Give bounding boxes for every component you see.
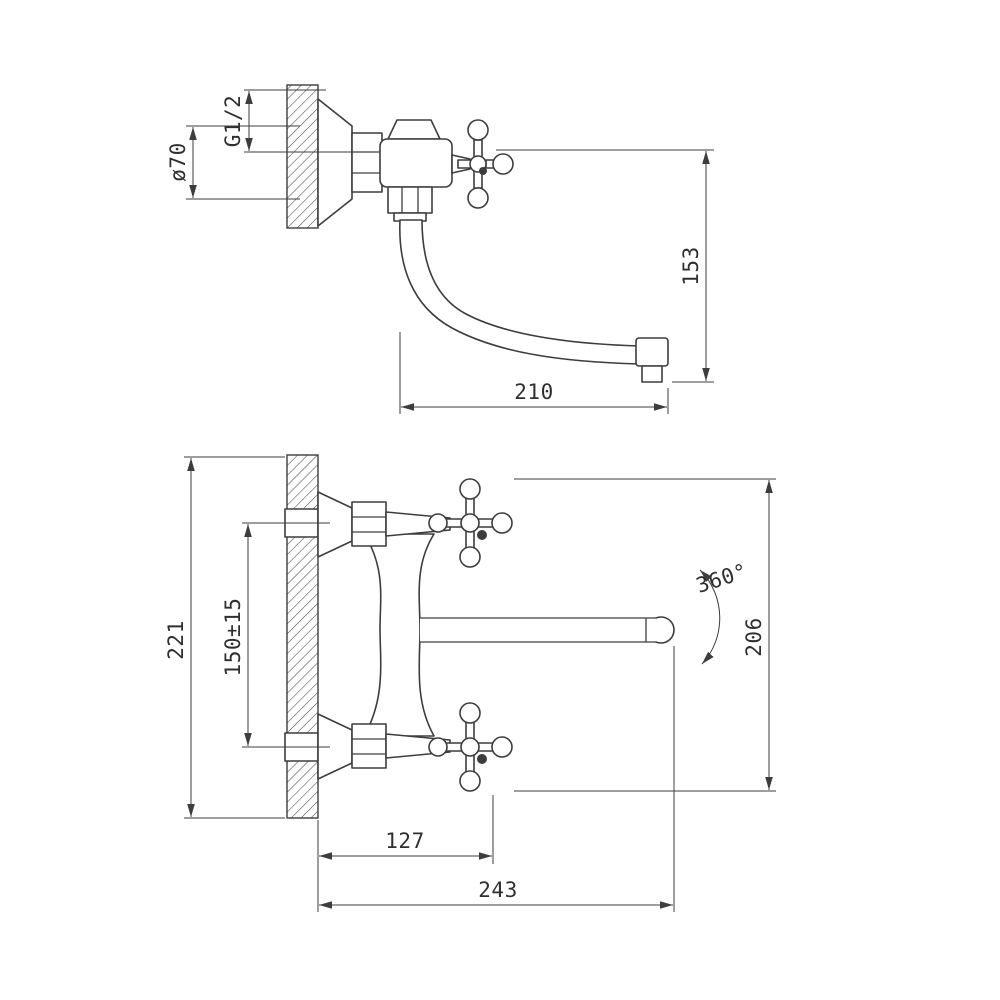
cross-handle	[457, 119, 514, 209]
faucet-body	[379, 138, 453, 188]
escutcheon-top	[317, 491, 353, 558]
hex-nut-bottom	[351, 723, 387, 769]
mixer-body-column	[363, 533, 435, 737]
hex-nut	[351, 132, 383, 193]
dim-label-150-15: 150±15	[221, 598, 245, 677]
dim-221: 221	[164, 456, 285, 819]
dim-label-153: 153	[679, 246, 703, 285]
dim-label-127: 127	[385, 829, 424, 853]
top-view: G1/2 ø70 153 210	[166, 84, 714, 414]
cross-handle-top	[428, 478, 513, 568]
escutcheon	[317, 98, 353, 227]
dim-150: 150±15	[221, 522, 330, 748]
cross-handle-bottom	[428, 702, 513, 792]
hex-nut-top	[351, 501, 387, 547]
dim-label-243: 243	[478, 878, 517, 902]
wall-section	[286, 84, 319, 229]
index-cap-bottom	[477, 754, 487, 764]
dim-label-diameter-70: ø70	[166, 142, 190, 181]
dim-label-221: 221	[164, 620, 188, 659]
valve-bonnet	[387, 119, 441, 140]
dim-label-206: 206	[742, 617, 766, 656]
index-cap-top	[477, 530, 487, 540]
dim-g12: G1/2	[221, 89, 352, 153]
dim-153: 153	[496, 149, 714, 383]
dim-210: 210	[399, 332, 669, 414]
swivel-spout	[420, 616, 675, 644]
dim-206: 206	[514, 478, 776, 792]
front-view: 360° 221 150±15 206 127	[164, 454, 776, 912]
dim-label-210: 210	[514, 380, 553, 404]
dim-243: 243	[319, 646, 675, 912]
dim-label-360: 360°	[693, 559, 750, 598]
dim-dia70: ø70	[166, 125, 300, 200]
index-cap	[479, 167, 487, 175]
spout-locknut	[387, 186, 433, 222]
spout-curved	[399, 219, 641, 365]
dim-label-thread: G1/2	[221, 95, 245, 148]
dim-127: 127	[317, 795, 494, 912]
aerator	[635, 337, 669, 383]
